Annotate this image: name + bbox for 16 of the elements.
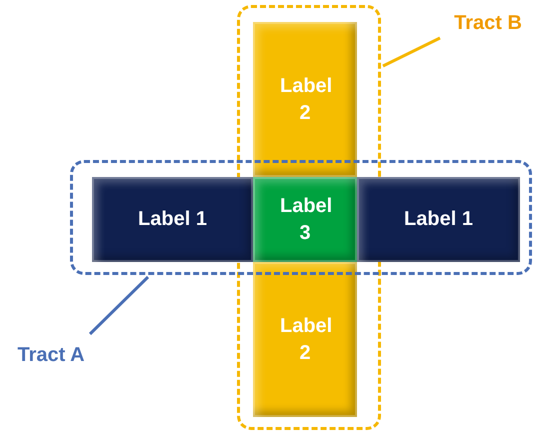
label-block <box>357 177 520 262</box>
leader-line <box>88 276 150 336</box>
leader-line <box>382 36 441 68</box>
block-label: Label 3 <box>280 194 330 246</box>
block-label: Label 2 <box>280 314 330 366</box>
dashed-outline <box>70 160 532 275</box>
dashed-outline <box>237 5 381 430</box>
block-label: Label 2 <box>280 74 330 126</box>
label-block <box>253 262 357 417</box>
label-block <box>253 22 357 177</box>
tract-label: Tract B <box>454 12 522 34</box>
block-label: Label 1 <box>404 207 473 232</box>
label-block <box>253 177 357 262</box>
label-block <box>92 177 253 262</box>
block-label: Label 1 <box>138 207 207 232</box>
tract-label: Tract A <box>17 344 85 366</box>
